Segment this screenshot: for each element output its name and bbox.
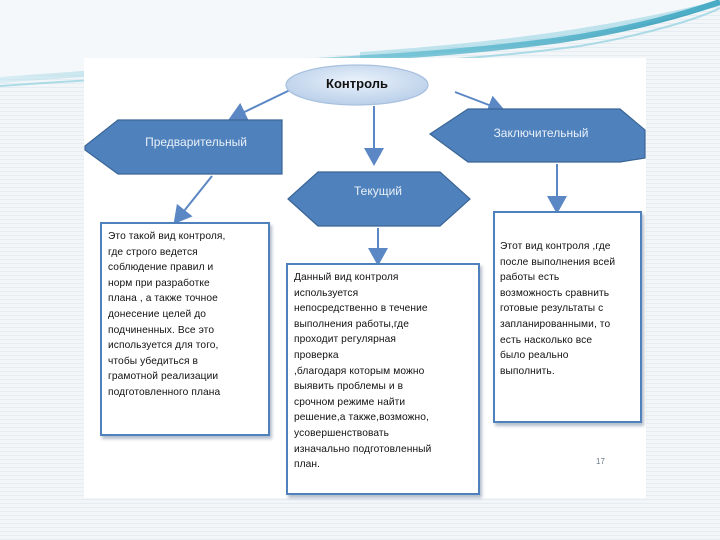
arrow-root-to-preliminary xyxy=(232,90,290,118)
root-node-label: Контроль xyxy=(305,76,409,91)
arrow-preliminary-to-box xyxy=(176,176,212,221)
final-description-box: Этот вид контроля ,где после выполнения … xyxy=(493,211,642,423)
preliminary-node-label: Предварительный xyxy=(120,135,272,149)
final-description-text: Этот вид контроля ,где после выполнения … xyxy=(500,239,636,379)
current-node-label: Текущий xyxy=(320,184,436,198)
preliminary-description-box: Это такой вид контроля, где строго ведет… xyxy=(100,222,270,436)
current-node-shape xyxy=(288,172,470,226)
final-node-label: Заключительный xyxy=(466,126,616,140)
arrow-root-to-final xyxy=(455,92,502,110)
page-number: 17 xyxy=(596,457,605,466)
preliminary-description-text: Это такой вид контроля, где строго ведет… xyxy=(108,229,262,401)
current-description-box: Данный вид контроля используется непосре… xyxy=(286,263,480,495)
current-description-text: Данный вид контроля используется непосре… xyxy=(294,270,472,473)
